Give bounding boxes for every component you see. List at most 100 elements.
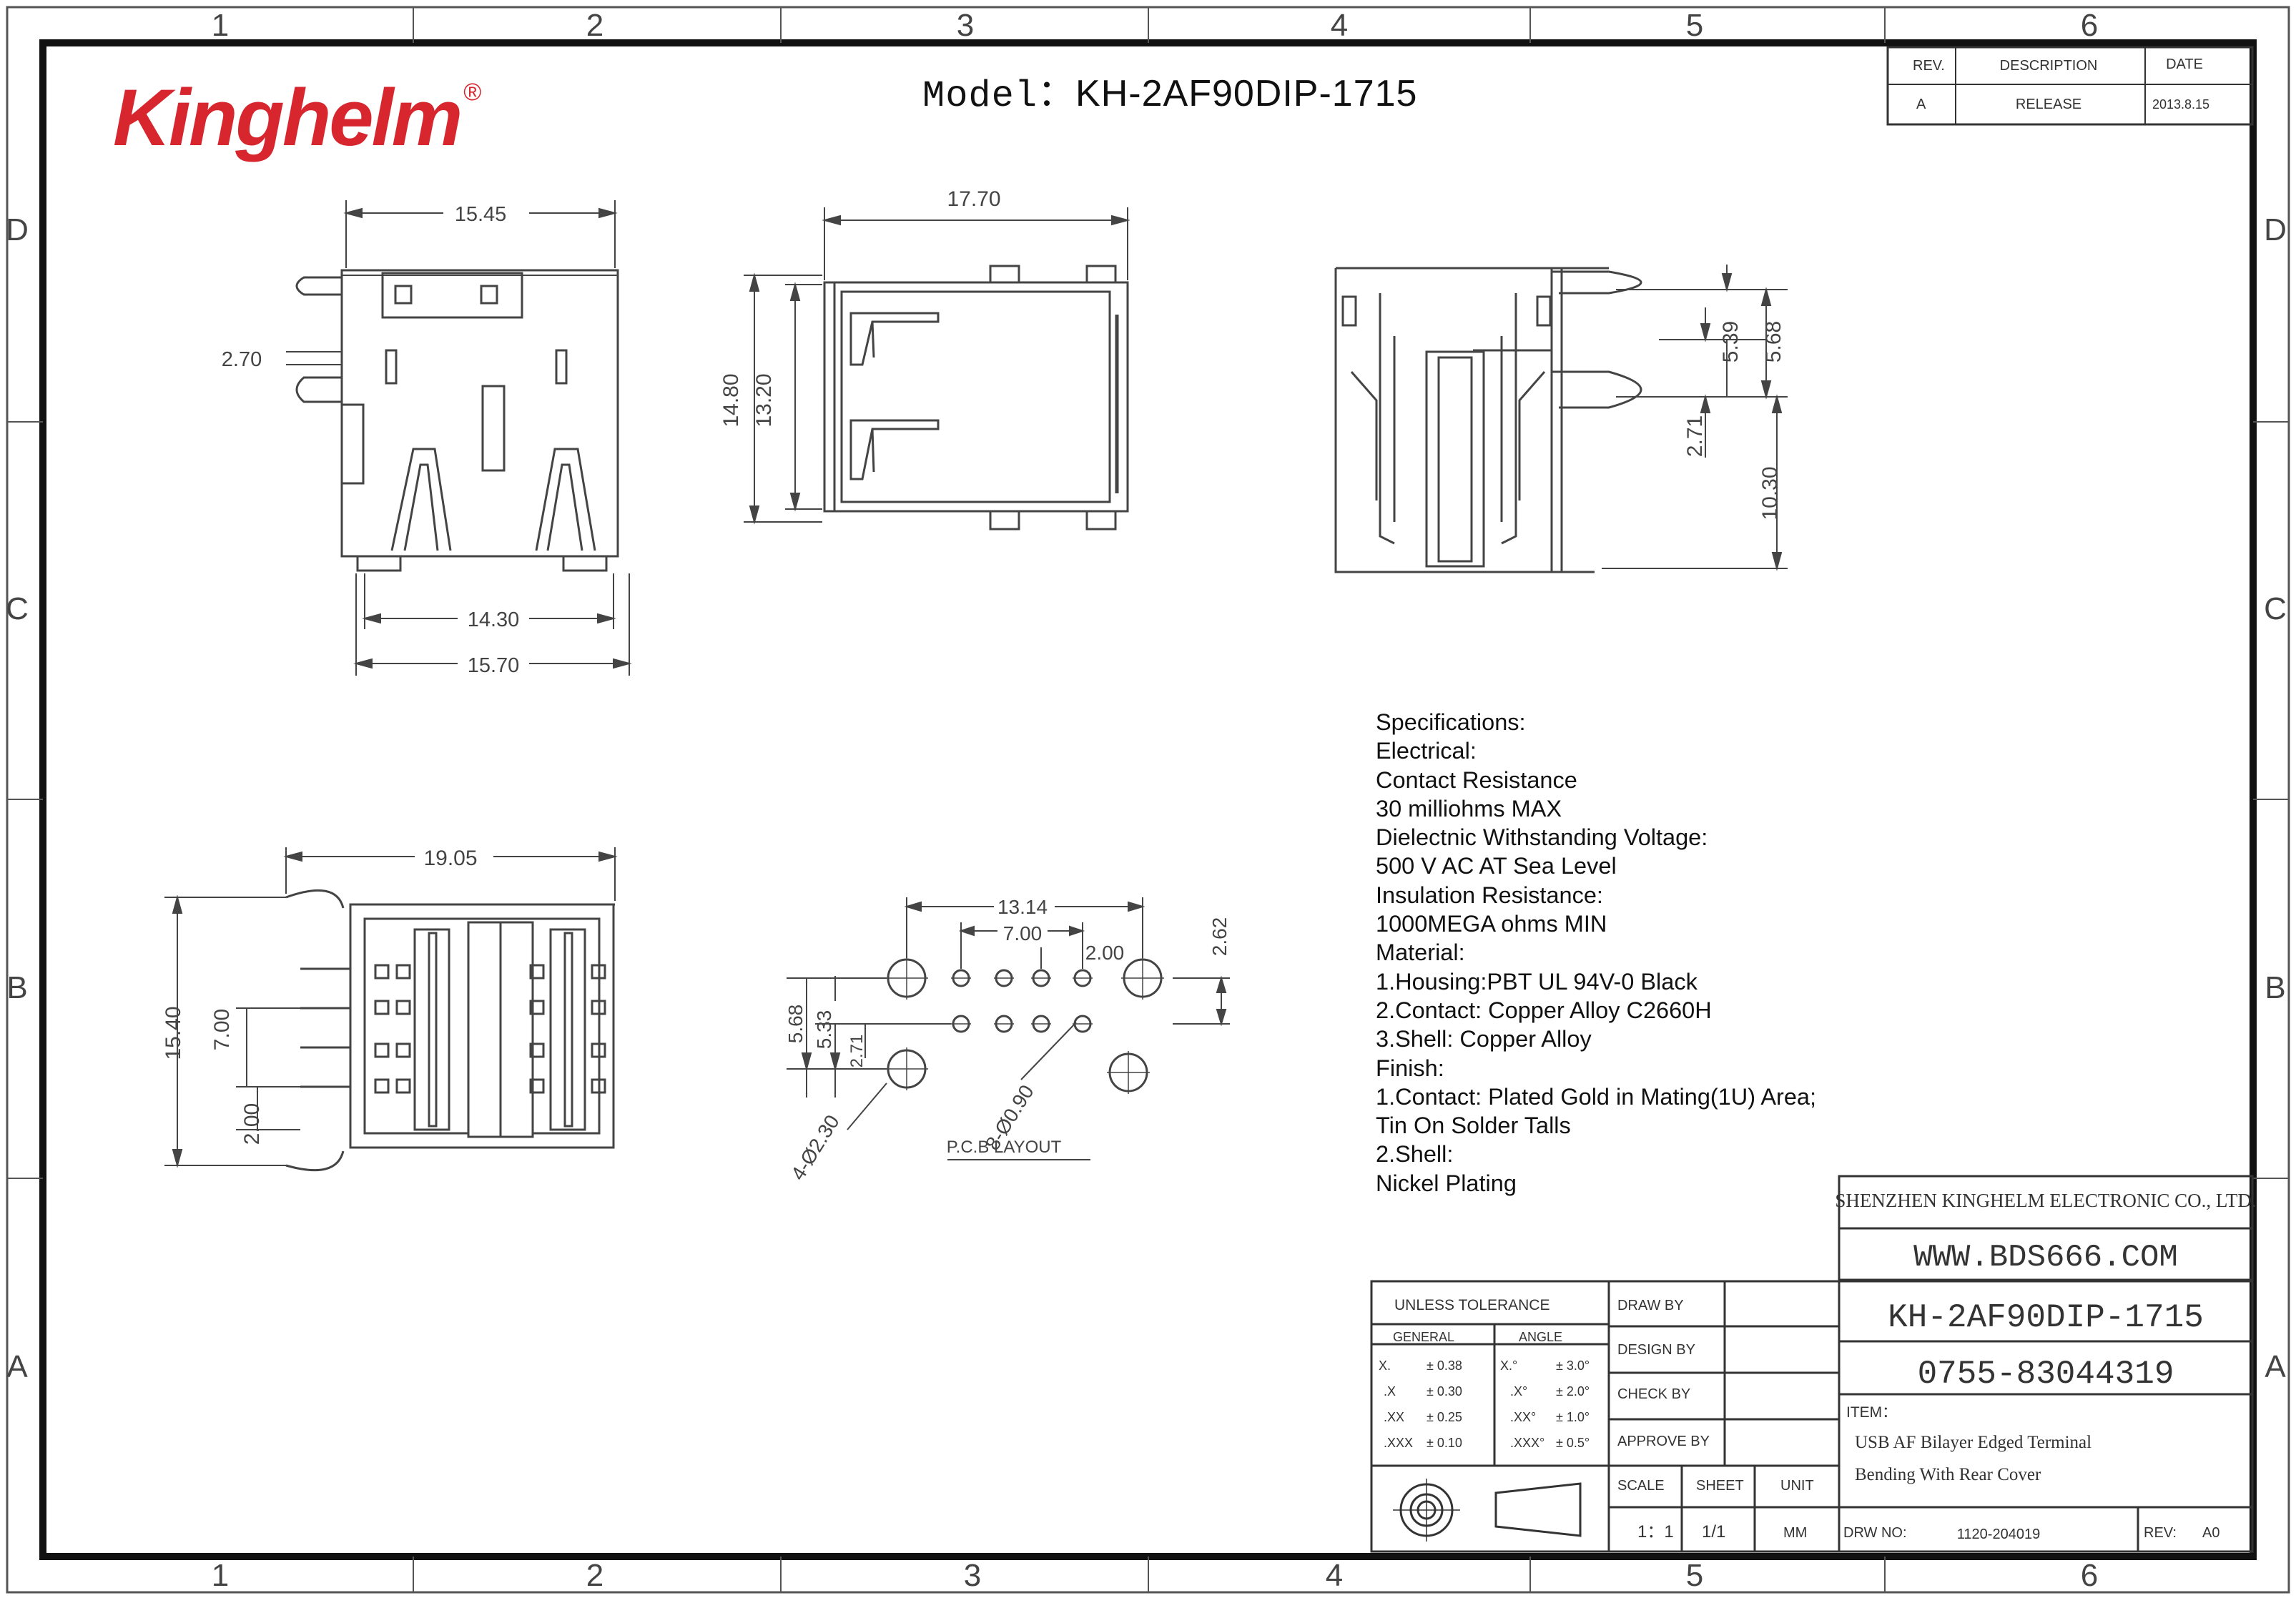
drawing-stroke xyxy=(1085,265,1117,284)
drawing-stroke xyxy=(1216,975,1227,993)
spec-line: 1000MEGA ohms MIN xyxy=(1376,911,1607,937)
pcb-layout-title: P.C.B LAYOUT xyxy=(947,1138,1062,1157)
drawing-stroke xyxy=(353,658,373,669)
spec-line: Finish: xyxy=(1376,1055,1444,1081)
dim-17-70: 17.70 xyxy=(947,187,1000,211)
spec-line: Electrical: xyxy=(1376,738,1477,764)
zone-row-c-left: C xyxy=(6,591,29,626)
drawing-stroke xyxy=(480,285,498,305)
drawing-stroke xyxy=(1760,287,1772,306)
description-header: DESCRIPTION xyxy=(2000,58,2098,74)
dim-13-20: 13.20 xyxy=(752,373,776,427)
drawing-stroke xyxy=(374,1000,390,1015)
drawing-stroke xyxy=(958,925,975,937)
spec-line: 1.Contact: Plated Gold in Mating(1U) Are… xyxy=(1376,1083,1817,1110)
part-number: KH-2AF90DIP-1715 xyxy=(1888,1299,2204,1336)
dim-14-30: 14.30 xyxy=(468,608,520,631)
tol-general-val-3: ± 0.10 xyxy=(1427,1436,1462,1450)
drawing-stroke xyxy=(591,964,606,980)
spec-line: Material: xyxy=(1376,939,1465,966)
drawing-stroke xyxy=(374,964,390,980)
dim-pcb-5-68: 5.68 xyxy=(784,1005,807,1044)
tol-general-key-1: .X xyxy=(1384,1384,1396,1399)
logo-text: Kinghelm xyxy=(113,73,463,162)
date-value: 2013.8.15 xyxy=(2152,97,2209,112)
phone: 0755-83044319 xyxy=(1918,1356,2174,1393)
drawing-stroke xyxy=(390,448,452,551)
drawing-stroke xyxy=(789,493,801,512)
drawing-stroke xyxy=(374,1042,390,1058)
dim-2-70: 2.70 xyxy=(222,348,262,371)
drawing-stroke xyxy=(591,1078,606,1094)
tol-general-val-2: ± 0.25 xyxy=(1427,1410,1462,1424)
drawing-stroke xyxy=(1771,552,1783,571)
dim-7-00: 7.00 xyxy=(210,1009,234,1050)
tol-general-val-1: ± 0.30 xyxy=(1427,1384,1462,1399)
drawing-stroke xyxy=(904,901,922,912)
drawing-stroke xyxy=(1128,901,1145,912)
drawing-stroke xyxy=(340,403,365,485)
drawing-stroke xyxy=(529,964,545,980)
drawing-stroke xyxy=(1760,380,1772,400)
drawing-stroke xyxy=(597,613,616,624)
dim-2-00: 2.00 xyxy=(240,1103,264,1145)
drawing-stroke xyxy=(535,448,596,551)
sheet-value: 1/1 xyxy=(1702,1522,1725,1542)
drawing-stroke xyxy=(1020,1022,1077,1080)
drawing-stroke xyxy=(1838,1175,2254,1553)
drawing-stroke xyxy=(395,1042,411,1058)
drawing-stroke xyxy=(749,272,760,292)
check-by-label: CHECK BY xyxy=(1617,1386,1690,1402)
specifications: Specifications: Electrical: Contact Resi… xyxy=(1376,708,1816,1198)
drawing-stroke xyxy=(1494,1482,1582,1537)
title-block xyxy=(1370,1175,2254,1553)
unit-value: MM xyxy=(1783,1525,1807,1541)
zone-row-a-right: A xyxy=(2265,1349,2286,1384)
dim-pcb-2-71: 2.71 xyxy=(847,1035,867,1068)
unit-label: UNIT xyxy=(1780,1478,1814,1494)
sheet-label: SHEET xyxy=(1696,1478,1744,1494)
side-view xyxy=(1334,267,1642,573)
design-by-label: DESIGN BY xyxy=(1617,1342,1695,1358)
tol-general-key-0: X. xyxy=(1379,1358,1391,1373)
drawing-stroke xyxy=(172,894,183,914)
drawing-stroke xyxy=(395,1000,411,1015)
drawing-stroke xyxy=(295,376,342,403)
registered-mark: ® xyxy=(463,79,481,106)
side-view-dimensions xyxy=(1602,265,1788,571)
drawing-stroke xyxy=(1552,270,1642,295)
rev-value: A xyxy=(1916,97,1926,112)
drawing-stroke xyxy=(871,321,875,358)
tol-angle-key-1: .X° xyxy=(1510,1384,1527,1399)
scale-label: SCALE xyxy=(1617,1478,1665,1494)
drawing-stroke xyxy=(529,1000,545,1015)
model-label: Model： xyxy=(922,75,1076,117)
drawing-stroke xyxy=(172,1149,183,1168)
drawing-stroke xyxy=(613,658,632,669)
dim-15-40: 15.40 xyxy=(162,1006,185,1060)
sheet-frame xyxy=(6,6,2290,1594)
zone-row-d-right: D xyxy=(2264,212,2287,247)
drawing-stroke xyxy=(481,385,506,472)
zone-row-a-left: A xyxy=(6,1349,28,1384)
side-view-dimension-labels: 5.39 5.68 2.71 10.30 xyxy=(1683,321,1785,521)
tol-angle-key-0: X.° xyxy=(1500,1358,1517,1373)
dim-2-62: 2.62 xyxy=(1208,917,1231,957)
drawing-stroke xyxy=(591,1042,606,1058)
drawing-stroke xyxy=(1216,1009,1227,1027)
drawing-stroke xyxy=(295,276,342,296)
drawing-stroke xyxy=(1085,510,1117,531)
drawing-stroke xyxy=(394,285,413,305)
description-value: RELEASE xyxy=(2016,97,2081,112)
zone-row-d-left: D xyxy=(6,212,29,247)
unless-tolerance: UNLESS TOLERANCE xyxy=(1394,1297,1549,1313)
company-name: SHENZHEN KINGHELM ELECTRONIC CO., LTD. xyxy=(1835,1190,2256,1211)
rear-view xyxy=(823,265,1129,531)
spec-line: Insulation Resistance: xyxy=(1376,882,1603,908)
kinghelm-logo: Kinghelm® xyxy=(113,71,481,164)
drawing-stroke xyxy=(801,1052,812,1072)
drawing-stroke xyxy=(529,1078,545,1094)
item-label: ITEM： xyxy=(1846,1404,1897,1421)
